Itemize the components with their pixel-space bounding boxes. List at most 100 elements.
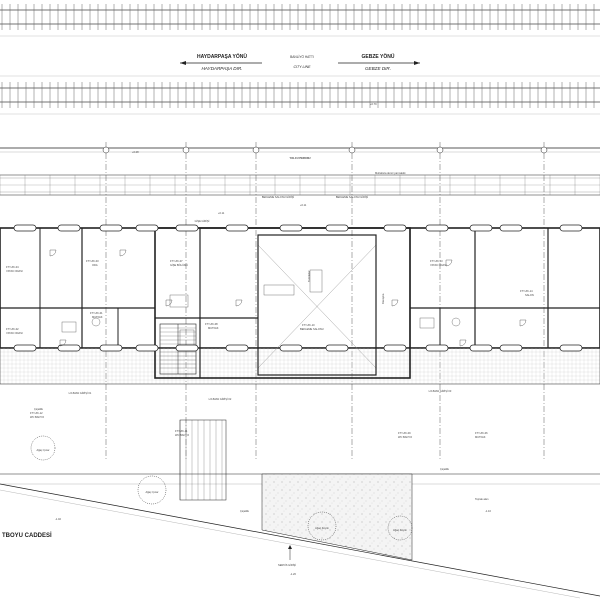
- service-entrance: SERVİS GİRİŞİ: [278, 562, 296, 567]
- window-bay: [225, 344, 249, 352]
- lojman-entrance-3: LOJMAN GİRİŞİ 03: [429, 388, 452, 393]
- window-bay: [383, 344, 407, 352]
- danisma-label: Danışma: [381, 293, 385, 304]
- yard: Ağaç Çınar Ağaç Çınar Ağaç Zeytin Ağaç Z…: [0, 407, 600, 599]
- grid-bubble-icon: [540, 146, 548, 154]
- window-bay: [559, 224, 583, 232]
- window-bay: [499, 224, 523, 232]
- yard-stairs: [179, 419, 227, 501]
- right-direction-title: GEBZE YÖNÜ: [362, 53, 395, 60]
- window-bay: [225, 224, 249, 232]
- room-wc-center: WC BANYO: [175, 433, 189, 437]
- service-elevation: -1.20: [290, 572, 296, 576]
- grid-bubble-icon: [102, 146, 110, 154]
- tree-4-label: Ağaç Zeytin: [393, 528, 407, 532]
- window-bay: [279, 224, 303, 232]
- window-bay: [135, 344, 159, 352]
- railing-note: Muhafaza demir parmaklık: [375, 171, 406, 175]
- door-swing-icon: [119, 249, 127, 257]
- room-bekleme-hall: BEKLEME SALONU: [300, 327, 324, 331]
- tree-3-label: Ağaç Zeytin: [315, 526, 329, 530]
- turnike-label: Turnikeler: [307, 270, 311, 282]
- door-swing-icon: [59, 339, 67, 347]
- room-code-7: FTY-ZK-08: [205, 322, 218, 326]
- window-bay: [559, 344, 583, 352]
- yard-elevation: -1.10: [485, 509, 491, 513]
- room-code-3: FTY-ZK-02: [6, 327, 19, 331]
- staircase: [159, 323, 197, 375]
- bekleme-entrance-left: BEKLEME SALONU GİRİŞİ: [262, 194, 294, 199]
- right-direction-subtitle: GEBZE DIR.: [365, 66, 391, 71]
- grid-bubble-icon: [348, 146, 356, 154]
- door-swing-icon: [391, 299, 399, 307]
- platform-elevation: +0.79: [370, 102, 377, 106]
- room-code-5: FTY-ZK-10: [302, 323, 315, 327]
- left-direction-title: HAYDARPAŞA YÖNÜ: [197, 53, 247, 60]
- room-yatak-left2: YATAK ODASI: [6, 331, 23, 335]
- grid-axes: [102, 142, 548, 460]
- window-bay: [175, 224, 199, 232]
- door-swing-icon: [165, 299, 173, 307]
- window-bay: [279, 344, 303, 352]
- door-swing-icon: [519, 319, 527, 327]
- room-yatak-left1: YATAK ODASI: [6, 269, 23, 273]
- window-bay: [425, 224, 449, 232]
- service-arrow-icon: [288, 545, 292, 549]
- door-markers: [49, 249, 527, 347]
- tree-4-icon: [387, 515, 413, 541]
- room-code-2: FTY-ZK-03: [86, 259, 99, 263]
- window-bay: [383, 224, 407, 232]
- room-mutfak-center: MUTFAK: [208, 326, 219, 330]
- grid-bubble-icon: [436, 146, 444, 154]
- window-bay: [325, 344, 349, 352]
- room-gise: GİŞE BÖLÜMÜ: [170, 262, 188, 267]
- window-bay: [469, 224, 493, 232]
- gise-elevation: +0.11: [218, 211, 225, 215]
- dimension-strip: [0, 175, 600, 195]
- center-line-subtitle: CITY LINE: [293, 65, 311, 69]
- window-bay: [135, 224, 159, 232]
- room-code-1: FTY-ZK-04: [6, 265, 19, 269]
- platform-label: YOLCU PERONU: [290, 156, 311, 160]
- window-bay: [425, 344, 449, 352]
- tree-2-icon: [137, 475, 167, 505]
- room-code-9: FTY-ZK-14: [520, 289, 533, 293]
- room-yatak-right: YATAK ODASI: [430, 263, 447, 267]
- window-bay: [13, 344, 37, 352]
- platform-mid-elevation: +0.28: [132, 150, 139, 154]
- tree-2-label: Ağaç Çınar: [146, 490, 159, 494]
- lojman-entrance-2: LOJMAN GİRİŞİ 02: [209, 396, 232, 401]
- direction-header: HAYDARPAŞA YÖNÜ HAYDARPAŞA DIR. BANLİYÖ …: [180, 53, 420, 71]
- window-bay: [57, 344, 81, 352]
- room-wc-left: WC BANYO: [30, 415, 44, 419]
- bekleme-entrance-right: BEKLEME SALONU GİRİŞİ: [336, 194, 368, 199]
- window-bay: [325, 224, 349, 232]
- window-bay: [57, 224, 81, 232]
- window-bays: [13, 224, 583, 352]
- window-bay: [499, 344, 523, 352]
- room-salon: SALON: [525, 293, 534, 297]
- flowerbed-right: Çiçeklik: [440, 467, 450, 471]
- lower-rooms: FTY-ZK-12 WC BANYO FTY-ZK-11 WC BANYO FT…: [30, 388, 488, 439]
- door-swing-icon: [235, 299, 243, 307]
- window-bay: [13, 224, 37, 232]
- railway-tracks: [0, 4, 600, 115]
- lojman-entrance-1: LOJMAN GİRİŞİ 01: [69, 390, 92, 395]
- window-bay: [175, 344, 199, 352]
- window-bay: [99, 224, 123, 232]
- door-swing-icon: [445, 259, 453, 267]
- door-swing-icon: [459, 339, 467, 347]
- street-name: TBOYU CADDESİ: [2, 532, 52, 539]
- gise-entrance: GİŞE GİRİŞİ: [195, 218, 210, 223]
- flowerbed-center: Çiçeklik: [240, 509, 250, 513]
- flowerbed-left: Çiçeklik: [34, 407, 44, 411]
- center-line-title: BANLİYÖ HATTI: [290, 54, 314, 59]
- window-bay: [469, 344, 493, 352]
- room-code-4: FTY-ZK-01: [90, 311, 103, 315]
- grid-bubble-icon: [252, 146, 260, 154]
- bekleme-elevation: +0.11: [300, 203, 307, 207]
- street-elevation: -1.02: [55, 517, 61, 521]
- room-code-11: FTY-ZK-11: [175, 429, 188, 433]
- room-wc-right: WC BANYO: [398, 435, 412, 439]
